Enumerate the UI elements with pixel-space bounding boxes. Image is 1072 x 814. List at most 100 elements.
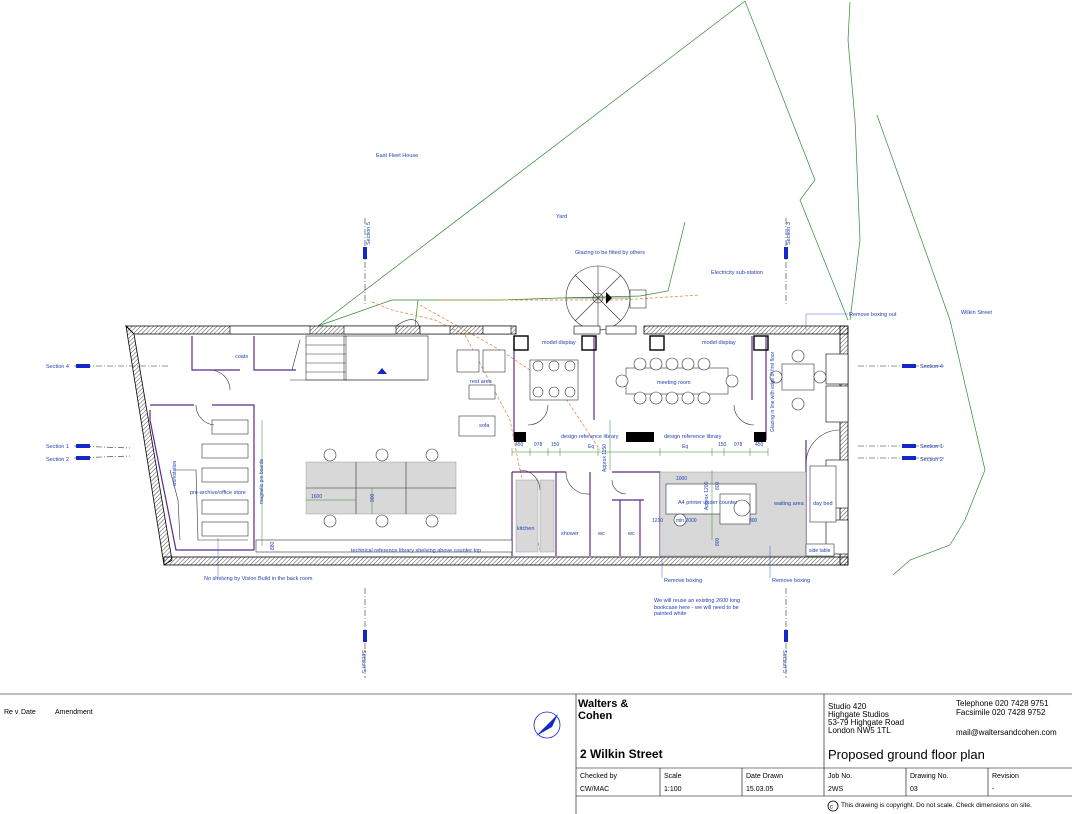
tb-address-3: 53-79 Highgate Road (828, 718, 904, 727)
tb-job-no-label: Job No. (828, 773, 852, 780)
room-design-ref-library-2: design reference library (664, 434, 722, 440)
section-4-marker-left (76, 364, 90, 368)
tb-address-2: Highgate Studios (828, 710, 889, 719)
dim-150-b: 150 (718, 442, 727, 448)
room-model-display-1: model display (542, 340, 576, 346)
workstation-desks (305, 448, 457, 528)
note-reuse-bookcase-wrap: We will reuse an existing 2600 long book… (654, 598, 741, 617)
tb-date-drawn: 15.03.05 (746, 786, 773, 793)
dim-eq-2: Eq (682, 444, 688, 450)
tb-address-4: London NW5 1TL (828, 726, 891, 735)
dim-978-b: 978 (734, 442, 743, 448)
dim-800-a: 800 (715, 481, 721, 490)
label-section-4-right: Section 4 (920, 364, 943, 370)
tb-revision-label: Revision (992, 773, 1019, 780)
tb-scale: 1:100 (664, 786, 682, 793)
section-5-marker-top (363, 247, 367, 259)
leader-lines (217, 313, 848, 578)
label-electricity: Electricity sub-station (711, 270, 763, 276)
tb-scale-label: Scale (664, 773, 682, 780)
room-sofa: sofa (479, 423, 490, 429)
room-a4-printer: A4 printer under counter (678, 500, 737, 506)
label-east-fleet-house: East Fleet House (376, 153, 418, 159)
room-coats: coats (235, 354, 248, 360)
room-model-display-2: model display (702, 340, 736, 346)
label-section-1-left: Section 1 (46, 444, 69, 450)
label-section-3-bottom: Section 3 (781, 650, 787, 673)
note-reuse-bookcase: We will reuse an existing 2600 long book… (654, 598, 741, 617)
tb-revision: - (992, 786, 995, 793)
dim-approx-1200: Approx 1200 (704, 481, 710, 510)
dim-800-c: 800 (715, 537, 721, 546)
dim-approx-1150: Approx 1150 (602, 444, 608, 472)
dim-880: 880 (270, 541, 276, 550)
label-section-5-top: Section 5 (366, 222, 372, 245)
tb-copyright: This drawing is copyright. Do not scale.… (841, 802, 1032, 809)
label-remove-boxing-out: Remove boxing out (849, 312, 897, 318)
spiral-stair (565, 265, 647, 331)
section-3-marker-bottom (784, 630, 788, 642)
note-remove-boxing-2: Remove boxing (772, 578, 810, 584)
tb-drawing-no: 03 (910, 786, 918, 793)
counter-top (255, 465, 837, 557)
dim-800-b: 800 (749, 518, 758, 524)
dim-1600: 1600 (311, 494, 322, 500)
room-pre-archive: pre-archive/office store (190, 490, 246, 496)
tb-firm: Walters & Cohen (578, 698, 629, 722)
tb-date: Date (21, 709, 36, 716)
tb-checked-by: CW/MAC (580, 786, 609, 793)
copyright-icon (827, 800, 839, 812)
title-block (0, 693, 1072, 814)
room-workstation: workstation (172, 460, 178, 486)
label-section-2-left: Section 2 (46, 457, 69, 463)
note-remove-boxing-1: Remove boxing (664, 578, 702, 584)
dim-min-2000: min 2000 (676, 518, 697, 524)
outer-walls (125, 324, 849, 566)
label-section-1-right: Section 1 (920, 444, 943, 450)
tb-date-drawn-label: Date Drawn (746, 773, 783, 780)
label-section-3-top: Section 3 (786, 222, 792, 245)
tb-address-1: Studio 420 (828, 702, 867, 711)
tb-checked-by-label: Checked by (580, 773, 617, 780)
meeting-furniture (529, 349, 827, 411)
tb-amendment: Amendment (55, 709, 93, 716)
tb-facsimile: Facsimile 020 7428 9752 (956, 708, 1046, 717)
room-kitchen: kitchen (517, 526, 534, 532)
doors (195, 369, 841, 495)
room-side-table: side table (809, 548, 831, 554)
label-wilkin-street: Wilkin Street (961, 310, 992, 316)
section-1-marker-left (76, 444, 90, 448)
room-wc-1: wc (597, 531, 605, 537)
label-glazing: Glazing to be fitted by others (575, 250, 645, 256)
tb-drawing-no-label: Drawing No. (910, 773, 949, 780)
dim-1210: 1210 (652, 518, 663, 524)
svg-text:c: c (830, 805, 833, 811)
label-section-4-left: Section 4 (46, 364, 69, 370)
dim-150-a: 150 (551, 442, 560, 448)
tb-job-no: 2WS (828, 786, 844, 793)
room-magnetic-pin-boards: magnetic pin boards (259, 458, 265, 504)
main-stair (290, 319, 429, 381)
tb-contact-wrap: Telephone 020 7428 9751 Facsimile 020 74… (956, 699, 1057, 737)
dimension-chain (261, 420, 769, 546)
room-waiting-area: waiting area (773, 501, 805, 507)
section-2-marker-left (76, 456, 90, 460)
tb-drawing-title: Proposed ground floor plan (828, 747, 985, 762)
room-rest-area: rest area (470, 379, 493, 385)
dim-900: 900 (370, 493, 376, 502)
tb-project: 2 Wilkin Street (580, 747, 663, 761)
rest-area-furniture (456, 349, 506, 437)
room-glazing-line: Glazing in line with edge of first floor (770, 351, 776, 432)
note-no-shelving: No shelving by Vision Build in the back … (204, 576, 313, 582)
tb-telephone: Telephone 020 7428 9751 (956, 699, 1049, 708)
label-yard: Yard (556, 214, 567, 220)
north-arrow-icon (533, 711, 561, 739)
section-1-marker-right (902, 444, 916, 448)
site-boundary (317, 0, 986, 576)
room-tech-ref-library: technical reference library shelving abo… (351, 548, 481, 554)
section-3-marker-top (784, 247, 788, 259)
dim-978-a: 978 (534, 442, 543, 448)
section-4-marker-right (902, 364, 916, 368)
section-2-marker-right (902, 456, 916, 460)
